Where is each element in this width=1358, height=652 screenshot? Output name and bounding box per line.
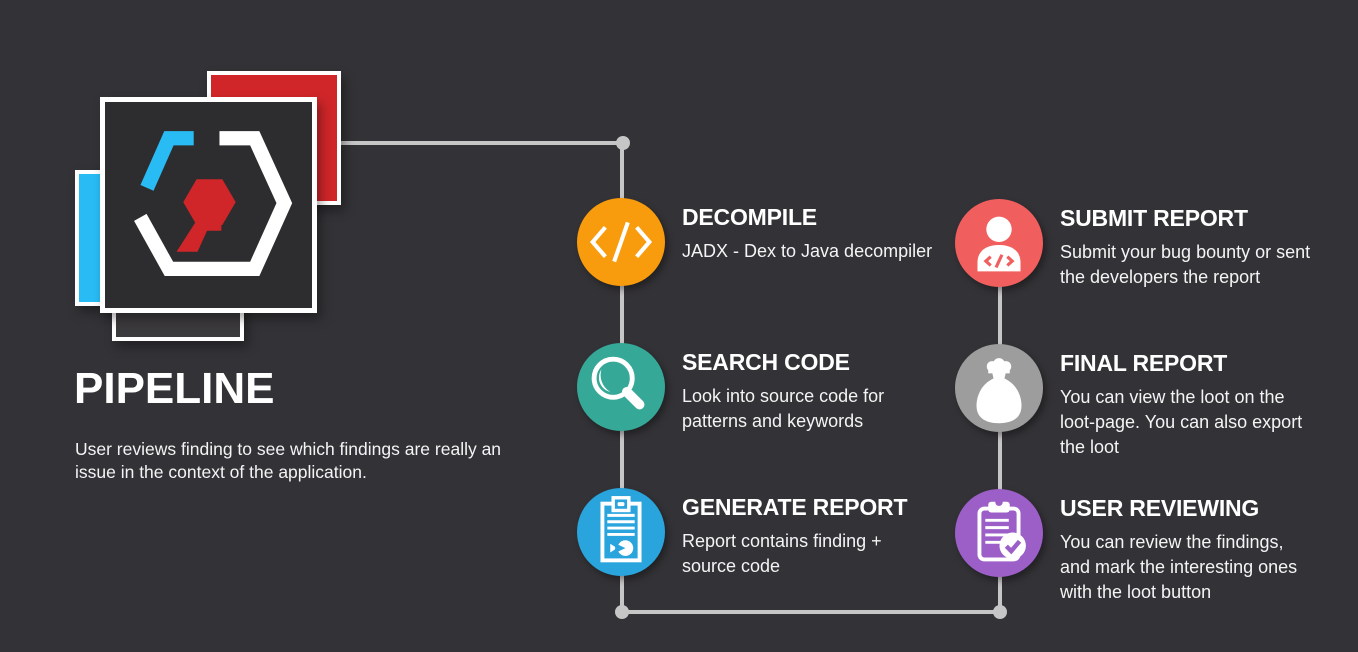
- step-title: GENERATE REPORT: [682, 494, 908, 520]
- step-description: Submit your bug bounty or sent the devel…: [1060, 242, 1311, 287]
- step-icon-circle: [955, 344, 1043, 432]
- step-description: You can view the loot on the loot-page. …: [1060, 387, 1303, 457]
- code-icon: [589, 221, 653, 263]
- step-title: SUBMIT REPORT: [1060, 205, 1248, 231]
- step-description: JADX - Dex to Java decompiler: [682, 241, 933, 261]
- connector-dot-bottom-left: [615, 605, 629, 619]
- page-title: PIPELINE: [74, 364, 275, 413]
- step-title: FINAL REPORT: [1060, 350, 1228, 376]
- step-icon-circle: [955, 199, 1043, 287]
- step-description: Look into source code for patterns and k…: [682, 386, 885, 431]
- clipboard-check-icon: [977, 498, 1026, 562]
- magnifier-icon: [591, 356, 645, 410]
- connector-dot-top: [616, 136, 630, 150]
- step-icon-circle: [577, 488, 665, 576]
- connector-dot-bottom-right: [993, 605, 1007, 619]
- step-title: USER REVIEWING: [1060, 495, 1260, 521]
- step-title: SEARCH CODE: [682, 349, 850, 375]
- step-icon-circle: [577, 198, 665, 286]
- app-logo: [100, 97, 317, 313]
- report-clipboard-icon: [600, 496, 642, 563]
- page-description: User reviews finding to see which findin…: [75, 439, 502, 482]
- step-title: DECOMPILE: [682, 204, 817, 230]
- connector-bottom-horizontal: [620, 610, 1002, 614]
- step-icon-circle: [955, 489, 1043, 577]
- money-bag-icon: [976, 358, 1022, 424]
- person-code-icon: [977, 216, 1021, 272]
- step-description: You can review the findings, and mark th…: [1060, 532, 1298, 602]
- step-description: Report contains finding + source code: [682, 531, 882, 576]
- connector-top-horizontal: [341, 141, 625, 145]
- hexagon-code-logo-icon: [134, 131, 293, 277]
- step-icon-circle: [577, 343, 665, 431]
